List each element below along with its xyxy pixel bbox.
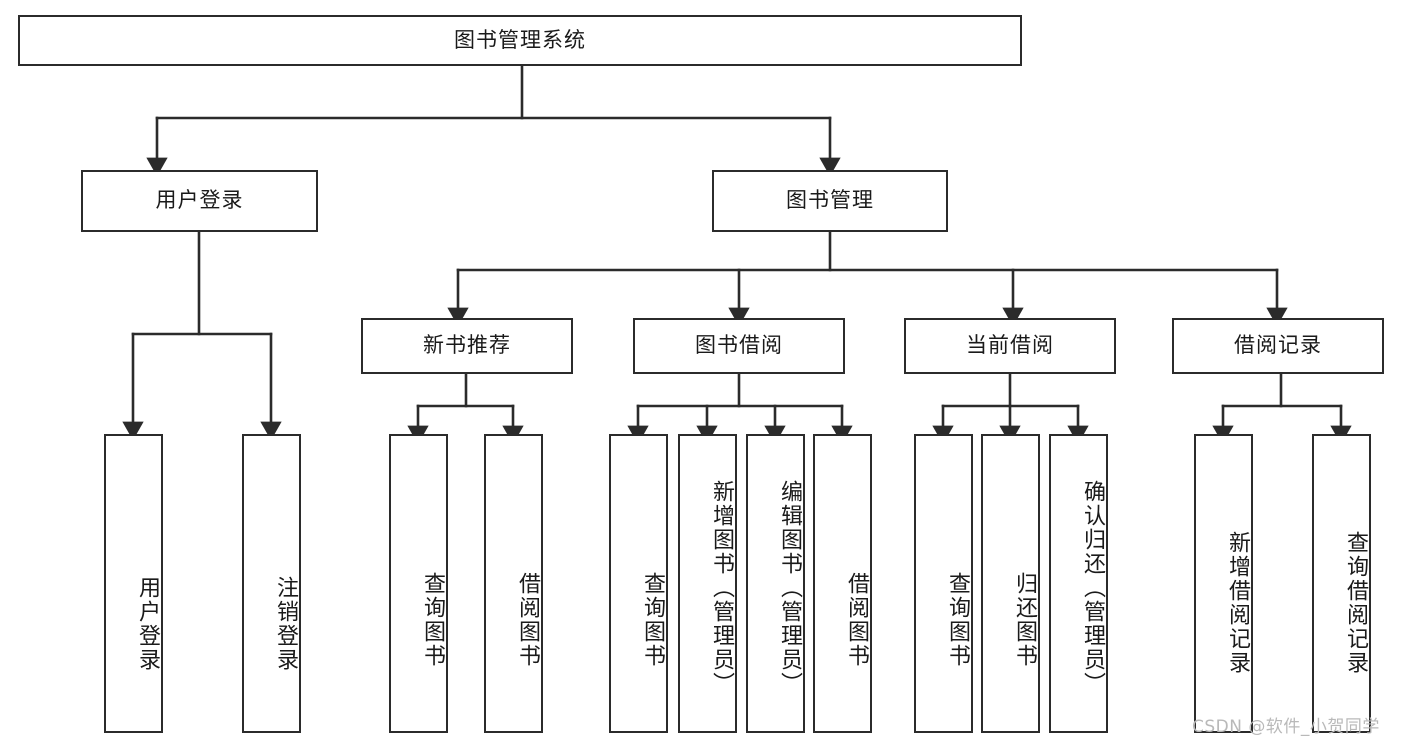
node-borrow-record-label: 借阅记录 <box>1234 333 1322 358</box>
node-root[interactable]: 图书管理系统 <box>18 15 1022 66</box>
node-leaf-borrow-book-1-label: 借阅图书 <box>515 571 540 668</box>
node-leaf-user-login[interactable]: 用户登录 <box>104 434 163 733</box>
node-leaf-query-book-1[interactable]: 查询图书 <box>389 434 448 733</box>
node-leaf-query-book-1-label: 查询图书 <box>420 571 445 668</box>
node-leaf-edit-book[interactable]: 编辑图书（管理员） <box>746 434 805 733</box>
node-leaf-borrow-book-2-label: 借阅图书 <box>844 571 869 668</box>
node-leaf-query-book-2-label: 查询图书 <box>640 571 665 668</box>
node-leaf-add-record[interactable]: 新增借阅记录 <box>1194 434 1253 733</box>
node-book-borrow-label: 图书借阅 <box>695 333 783 358</box>
node-new-book-recommend-label: 新书推荐 <box>423 333 511 358</box>
node-book-manage[interactable]: 图书管理 <box>712 170 948 232</box>
node-leaf-return-book[interactable]: 归还图书 <box>981 434 1040 733</box>
node-leaf-query-book-3[interactable]: 查询图书 <box>914 434 973 733</box>
node-leaf-query-book-3-label: 查询图书 <box>945 571 970 668</box>
node-current-borrow-label: 当前借阅 <box>966 333 1054 358</box>
node-current-borrow[interactable]: 当前借阅 <box>904 318 1116 374</box>
node-leaf-query-book-2[interactable]: 查询图书 <box>609 434 668 733</box>
watermark: CSDN @软件_小贺同学 <box>1192 717 1380 737</box>
node-leaf-add-record-label: 新增借阅记录 <box>1225 530 1250 675</box>
node-user-login[interactable]: 用户登录 <box>81 170 318 232</box>
node-book-manage-label: 图书管理 <box>786 188 874 213</box>
node-leaf-query-record[interactable]: 查询借阅记录 <box>1312 434 1371 733</box>
node-root-label: 图书管理系统 <box>454 27 586 52</box>
node-leaf-return-book-label: 归还图书 <box>1012 571 1037 668</box>
node-leaf-confirm-return[interactable]: 确认归还（管理员） <box>1049 434 1108 733</box>
node-leaf-logout[interactable]: 注销登录 <box>242 434 301 733</box>
node-new-book-recommend[interactable]: 新书推荐 <box>361 318 573 374</box>
node-leaf-logout-label: 注销登录 <box>273 575 298 672</box>
node-leaf-borrow-book-2[interactable]: 借阅图书 <box>813 434 872 733</box>
node-leaf-confirm-return-label: 确认归还（管理员） <box>1080 479 1105 696</box>
node-leaf-add-book-label: 新增图书（管理员） <box>709 479 734 696</box>
node-leaf-query-record-label: 查询借阅记录 <box>1343 530 1368 675</box>
node-leaf-user-login-label: 用户登录 <box>135 575 160 672</box>
node-book-borrow[interactable]: 图书借阅 <box>633 318 845 374</box>
node-borrow-record[interactable]: 借阅记录 <box>1172 318 1384 374</box>
node-leaf-edit-book-label: 编辑图书（管理员） <box>777 479 802 696</box>
node-leaf-add-book[interactable]: 新增图书（管理员） <box>678 434 737 733</box>
node-leaf-borrow-book-1[interactable]: 借阅图书 <box>484 434 543 733</box>
node-user-login-label: 用户登录 <box>155 188 244 213</box>
